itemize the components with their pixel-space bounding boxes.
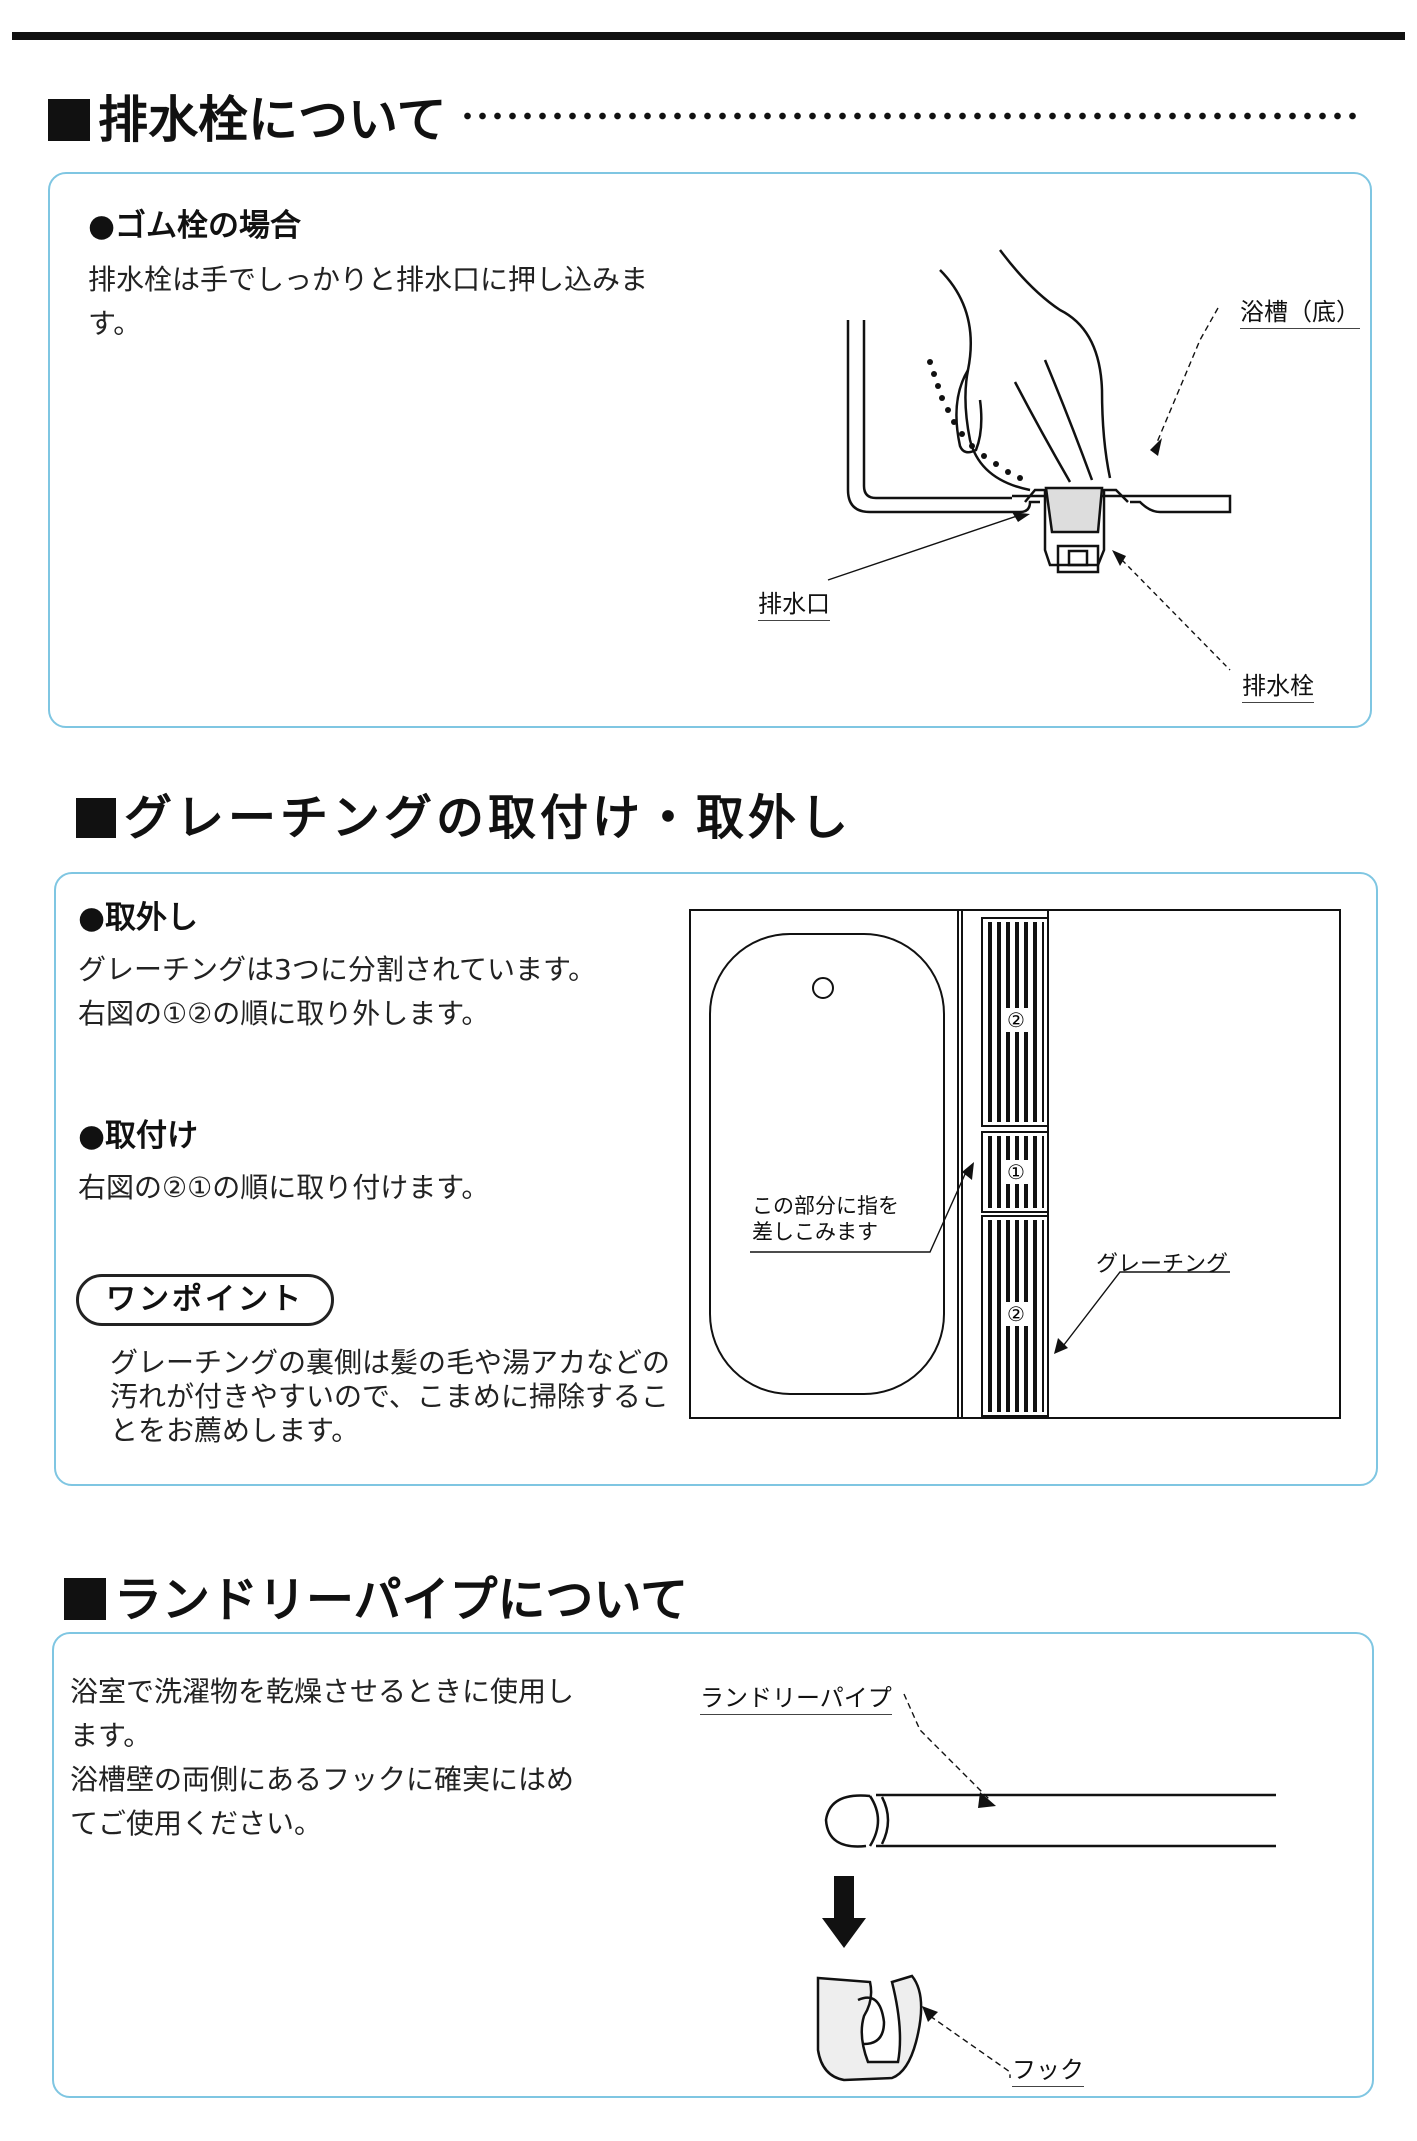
laundry-panel [52,1632,1374,2098]
laundry-line-4: てご使用ください。 [70,1807,323,1840]
grating-num-2-top: ② [1007,1008,1025,1032]
square-bullet-icon [76,798,116,838]
drain-text-line-1: 排水栓は手でしっかりと排水口に押し込みま [88,263,649,296]
grating-section-heading: グレーチングの取付け・取外し [76,778,852,848]
square-bullet-icon [48,99,90,141]
laundry-pipe-label: ランドリーパイプ [700,1678,892,1715]
drain-section-title: 排水栓について [98,91,447,149]
drain-text-line-2: す。 [88,307,142,340]
grating-label: グレーチング [1096,1252,1229,1277]
grating-section-title: グレーチングの取付け・取外し [124,790,853,846]
grating-num-1: ① [1007,1160,1025,1184]
laundry-section-title: ランドリーパイプについて [114,1572,689,1628]
heading-dot-leader [460,112,1360,120]
finger-label-line-1: この部分に指を [752,1194,899,1218]
laundry-pipe-illustration [816,1693,1276,2082]
grating-num-2-bottom: ② [1007,1302,1025,1326]
top-rule [12,32,1405,40]
install-line-1: 右図の②①の順に取り付けます。 [78,1171,490,1204]
hook-label: フック [1012,2050,1084,2087]
laundry-section-heading: ランドリーパイプについて [64,1560,688,1630]
install-subtitle: ●取付け [78,1118,199,1154]
grating-panel [54,872,1378,1486]
tub-bottom-label: 浴槽（底） [1240,292,1360,329]
onepoint-line-2: 汚れが付きやすいので、こまめに掃除するこ [110,1380,669,1413]
laundry-line-2: ます。 [70,1719,152,1752]
removal-line-1: グレーチングは3つに分割されています。 [78,953,597,986]
finger-label-line-2: 差しこみます [752,1220,878,1244]
drain-section-heading: 排水栓について [48,80,447,152]
drain-port-label: 排水口 [758,584,830,621]
drain-plug-label: 排水栓 [1242,666,1314,703]
grating-illustration: ② ① ② [689,909,1341,1419]
laundry-line-1: 浴室で洗濯物を乾燥させるときに使用し [70,1675,575,1708]
removal-line-2: 右図の①②の順に取り外します。 [78,997,490,1030]
drain-plug-illustration [827,249,1232,671]
square-bullet-icon [64,1578,106,1620]
onepoint-line-3: とをお薦めします。 [110,1414,360,1447]
onepoint-line-1: グレーチングの裏側は髪の毛や湯アカなどの [110,1346,671,1379]
removal-subtitle: ●取外し [78,900,199,936]
laundry-line-3: 浴槽壁の両側にあるフックに確実にはめ [70,1763,575,1796]
onepoint-badge: ワンポイント [76,1274,334,1326]
rubber-plug-subtitle: ●ゴム栓の場合 [88,208,302,244]
